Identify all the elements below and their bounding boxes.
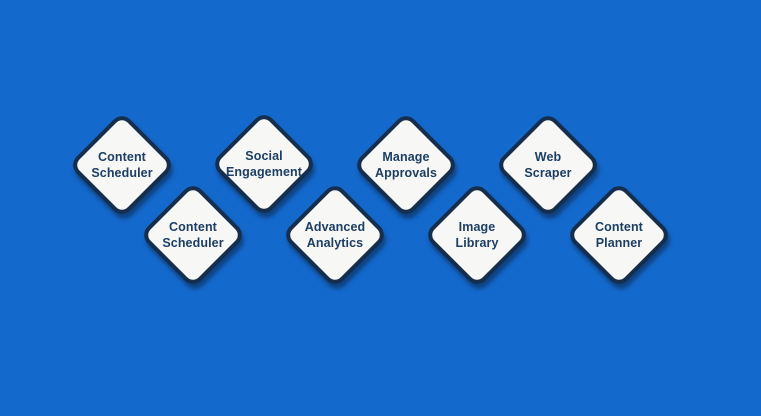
diamond-node-content-planner[interactable]: Content Planner [565,181,673,289]
diamond-node-content-scheduler-top[interactable]: Content Scheduler [68,111,176,219]
diamond-node-image-library[interactable]: Image Library [423,181,531,289]
diamond-node-manage-approvals[interactable]: Manage Approvals [352,111,460,219]
diamond-node-web-scraper[interactable]: Web Scraper [494,111,602,219]
diamond-shape [139,181,247,289]
diamond-shape [281,181,389,289]
diamond-node-social-engagement[interactable]: Social Engagement [210,110,318,218]
diamond-shape [423,181,531,289]
diamond-node-content-scheduler-bottom[interactable]: Content Scheduler [139,181,247,289]
diamond-node-advanced-analytics[interactable]: Advanced Analytics [281,181,389,289]
diamond-shape [565,181,673,289]
